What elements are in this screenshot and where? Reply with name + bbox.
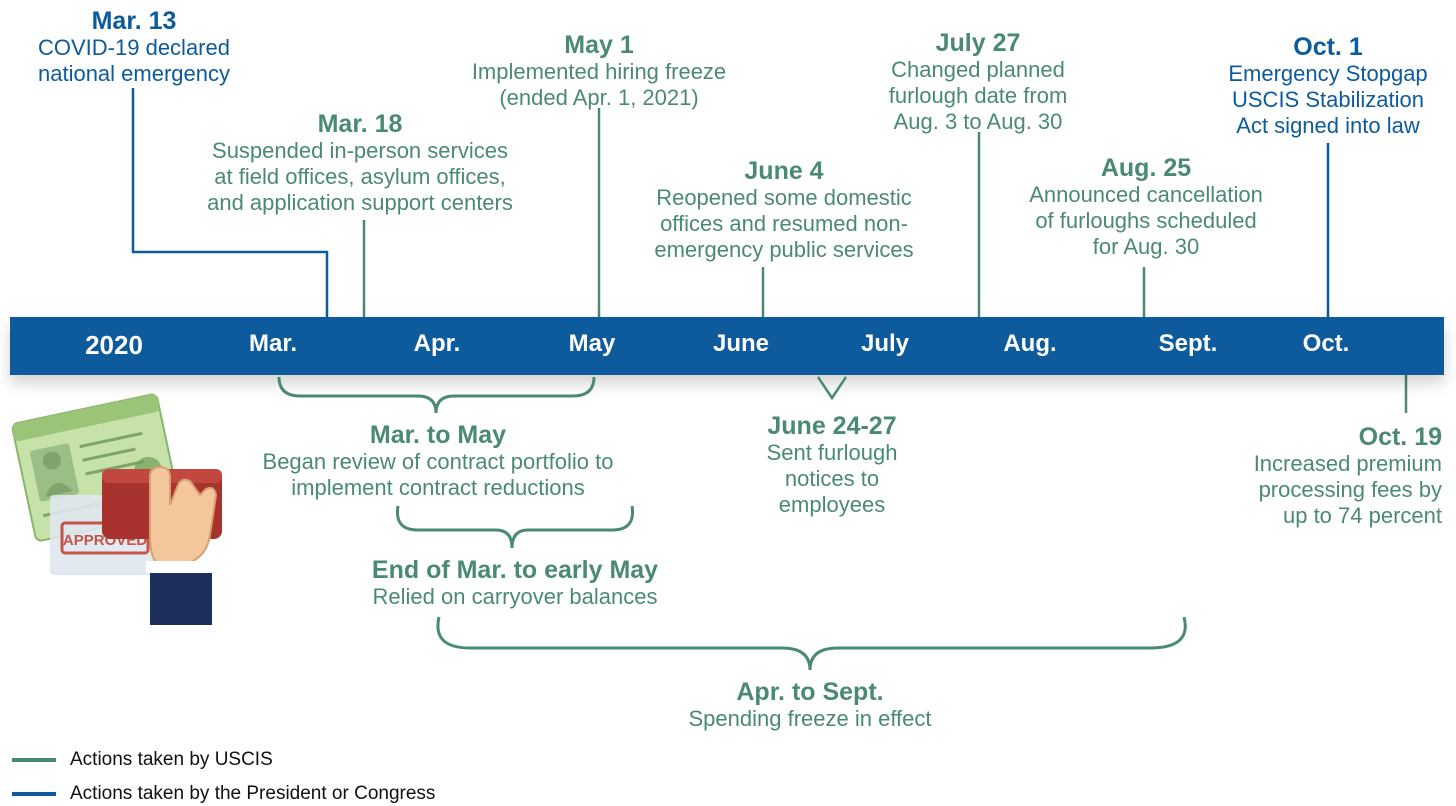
event-apr-to-sept: Apr. to Sept. Spending freeze in effect [640, 678, 980, 732]
event-oct1: Oct. 1 Emergency Stopgap USCIS Stabiliza… [1208, 33, 1448, 139]
legend-swatch-president-congress [12, 792, 56, 796]
event-date: Mar. 13 [91, 7, 177, 35]
event-jun24-27: June 24-27 Sent furlough notices to empl… [732, 412, 932, 518]
event-description: Suspended in-person services at field of… [207, 138, 513, 215]
approved-stamp-icon: APPROVED [11, 393, 222, 625]
event-description: Began review of contract portfolio to im… [262, 449, 614, 500]
event-description: Increased premium processing fees by up … [1253, 451, 1442, 528]
event-endmar-to-earlymay: End of Mar. to early May Relied on carry… [330, 556, 700, 610]
event-mar13: Mar. 13 COVID-19 declared national emerg… [14, 7, 254, 87]
event-date: May 1 [564, 31, 634, 59]
month-label-sept: Sept. [1158, 330, 1218, 357]
event-date: Mar. 18 [317, 110, 403, 138]
timeline-band [10, 317, 1444, 375]
event-oct19: Oct. 19 Increased premium processing fee… [1216, 423, 1442, 529]
event-description: Sent furlough notices to employees [766, 440, 898, 517]
event-mar18: Mar. 18 Suspended in-person services at … [180, 110, 540, 216]
month-label-oct: Oct. [1302, 330, 1350, 357]
event-description: Reopened some domestic offices and resum… [654, 185, 914, 262]
event-description: Changed planned furlough date from Aug. … [888, 57, 1068, 134]
caret-jun24 [816, 376, 848, 401]
event-date: Oct. 1 [1293, 33, 1363, 61]
event-description: Announced cancellation of furloughs sche… [1029, 182, 1263, 259]
month-label-mar: Mar. [248, 330, 298, 357]
legend-item-uscis: Actions taken by USCIS [12, 748, 273, 772]
event-date: Apr. to Sept. [736, 678, 884, 706]
event-date: Oct. 19 [1358, 423, 1442, 451]
event-description: Spending freeze in effect [688, 706, 932, 731]
event-description: Relied on carryover balances [372, 584, 658, 609]
event-date: Aug. 25 [1100, 154, 1192, 182]
event-date: June 4 [744, 157, 824, 185]
event-date: Mar. to May [369, 421, 507, 449]
event-may1: May 1 Implemented hiring freeze (ended A… [443, 31, 755, 111]
event-description: Implemented hiring freeze (ended Apr. 1,… [471, 59, 727, 110]
event-aug25: Aug. 25 Announced cancellation of furlou… [1006, 154, 1286, 260]
legend-swatch-uscis [12, 758, 56, 762]
event-description: COVID-19 declared national emergency [37, 35, 230, 86]
event-date: July 27 [935, 29, 1021, 57]
month-label-june: June [712, 330, 769, 357]
month-label-may: May [568, 330, 616, 357]
event-jun4: June 4 Reopened some domestic offices an… [624, 157, 944, 263]
brace-endmar-may [395, 505, 635, 549]
brace-apr-sep [436, 616, 1187, 671]
event-jul27: July 27 Changed planned furlough date fr… [858, 29, 1098, 135]
month-label-july: July [860, 330, 910, 357]
event-date: June 24-27 [767, 412, 897, 440]
month-label-2020: 2020 [85, 330, 143, 360]
event-date: End of Mar. to early May [371, 556, 659, 584]
legend-item-president-congress: Actions taken by the President or Congre… [12, 782, 435, 806]
month-label-aug: Aug. [1003, 330, 1057, 357]
month-label-apr: Apr. [413, 330, 461, 357]
event-mar-to-may: Mar. to May Began review of contract por… [238, 421, 638, 501]
brace-mar-may [277, 376, 596, 414]
legend-label: Actions taken by the President or Congre… [70, 783, 436, 804]
event-description: Emergency Stopgap USCIS Stabilization Ac… [1228, 61, 1428, 138]
connector-mar13 [131, 88, 329, 317]
legend-label: Actions taken by USCIS [70, 749, 273, 770]
